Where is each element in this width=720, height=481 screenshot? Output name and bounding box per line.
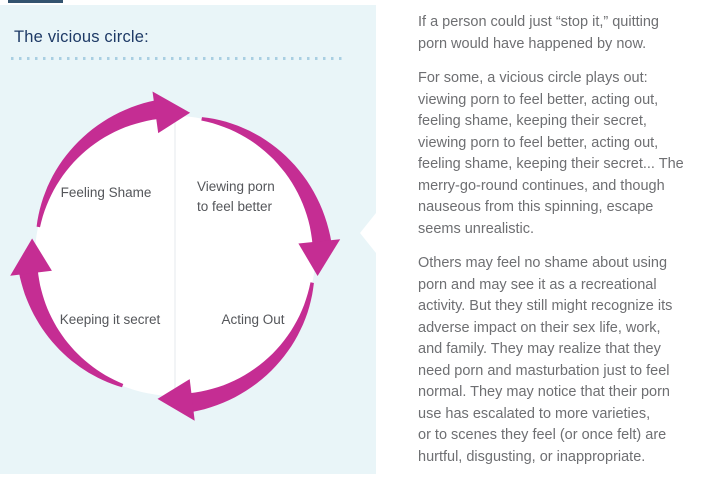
- label-viewing-porn: Viewing porn to feel better: [197, 179, 275, 214]
- cycle-arc-left: [18, 270, 124, 388]
- paragraph-intro: If a person could just “stop it,” quitti…: [418, 14, 659, 52]
- cycle-arc-top: [36, 100, 159, 228]
- article-text: If a person could just “stop it,” quitti…: [418, 12, 718, 481]
- cycle-arrowhead-left: [10, 238, 52, 276]
- label-feeling-shame: Feeling Shame: [60, 185, 152, 200]
- cycle-arc-right: [201, 117, 332, 244]
- top-edge-fragment: [8, 0, 63, 3]
- panel-title: The vicious circle:: [14, 28, 149, 46]
- paragraph-cycle: For some, a vicious circle plays out: vi…: [418, 70, 684, 237]
- title-underline-dots: [11, 57, 343, 60]
- paragraph-others: Others may feel no shame about using por…: [418, 255, 673, 465]
- cycle-arrowhead-top: [152, 91, 191, 134]
- cycle-diagram: [10, 91, 341, 421]
- cycle-arrowhead-right: [298, 239, 341, 276]
- cycle-arrowhead-bottom: [157, 379, 195, 421]
- cycle-arc-bottom: [189, 282, 314, 413]
- label-acting-out: Acting Out: [221, 312, 285, 327]
- label-keeping-secret: Keeping it secret: [59, 312, 161, 327]
